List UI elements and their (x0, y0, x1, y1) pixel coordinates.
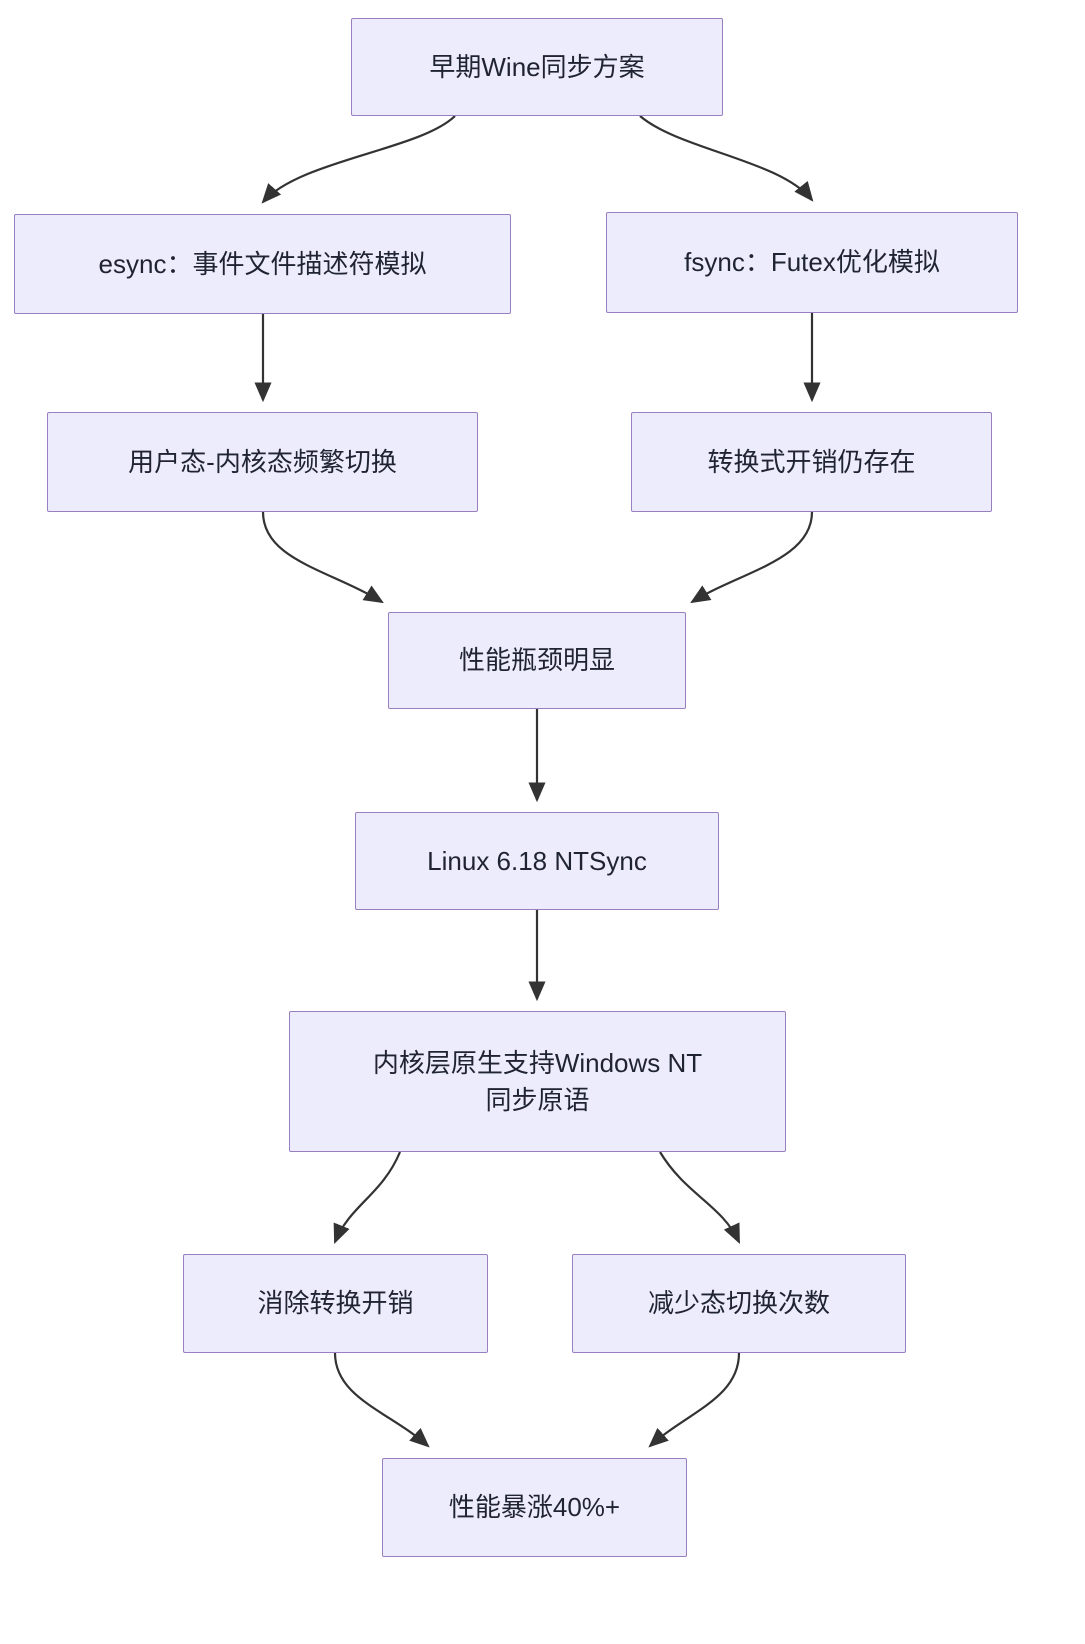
flow-node-n8[interactable]: 内核层原生支持Windows NT 同步原语 (289, 1011, 786, 1152)
edge-n10-to-n11 (648, 1352, 741, 1448)
edge-n9-to-n11 (333, 1352, 430, 1448)
edge-n1-to-n3 (639, 115, 814, 202)
edge-n1-to-n2 (261, 115, 456, 204)
flow-node-label: 内核层原生支持Windows NT 同步原语 (372, 1047, 703, 1115)
flow-node-n6[interactable]: 性能瓶颈明显 (388, 612, 686, 709)
flow-node-n11[interactable]: 性能暴涨40%+ (382, 1458, 687, 1557)
flow-node-n5[interactable]: 转换式开销仍存在 (631, 412, 992, 512)
edge-n4-to-n6 (261, 511, 384, 604)
flow-node-label: 早期Wine同步方案 (429, 51, 645, 82)
flow-node-label: Linux 6.18 NTSync (427, 845, 647, 876)
flow-node-label: 用户态-内核态频繁切换 (128, 446, 397, 477)
flow-node-n7[interactable]: Linux 6.18 NTSync (355, 812, 719, 910)
edge-n8-to-n10 (659, 1151, 740, 1244)
flow-node-label: 减少态切换次数 (647, 1288, 830, 1319)
flow-node-n4[interactable]: 用户态-内核态频繁切换 (47, 412, 478, 512)
flow-node-n2[interactable]: esync：事件文件描述符模拟 (14, 214, 511, 314)
flow-node-n3[interactable]: fsync：Futex优化模拟 (606, 212, 1018, 313)
flow-node-label: fsync：Futex优化模拟 (684, 247, 940, 278)
flow-node-label: 性能瓶颈明显 (458, 645, 615, 676)
flow-node-n9[interactable]: 消除转换开销 (183, 1254, 488, 1353)
edge-n8-to-n9 (333, 1151, 402, 1245)
flow-node-label: 性能暴涨40%+ (448, 1492, 621, 1523)
flow-node-n10[interactable]: 减少态切换次数 (572, 1254, 906, 1353)
flow-node-label: 转换式开销仍存在 (707, 446, 916, 477)
flow-node-label: esync：事件文件描述符模拟 (98, 248, 427, 279)
edges-group (254, 115, 821, 1448)
flow-node-label: 消除转换开销 (257, 1288, 414, 1319)
edge-n5-to-n6 (690, 511, 814, 604)
flow-node-n1[interactable]: 早期Wine同步方案 (351, 18, 723, 116)
